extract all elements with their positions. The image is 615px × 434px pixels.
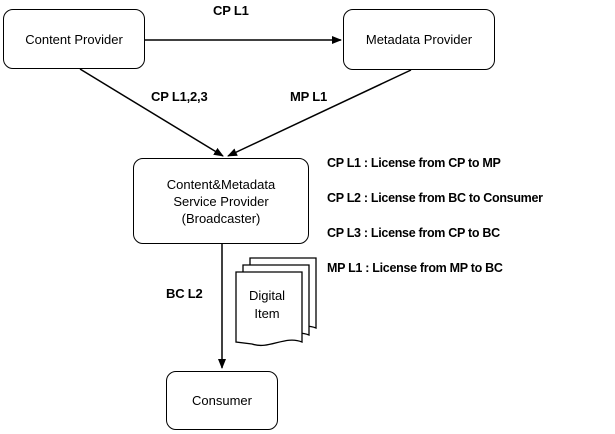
license-legend: CP L1 : License from CP to MP CP L2 : Li…	[327, 154, 543, 294]
edge-label-bc-to-consumer: BC L2	[166, 286, 203, 301]
edge-label-cp-to-bc: CP L1,2,3	[151, 89, 208, 104]
metadata-provider-label: Metadata Provider	[365, 32, 473, 47]
consumer-node: Consumer	[166, 371, 278, 430]
content-provider-label: Content Provider	[25, 31, 123, 47]
document-stack-icon	[235, 257, 317, 346]
edge-label-cp-to-mp: CP L1	[213, 3, 249, 18]
legend-item-mp-l1: MP L1 : License from MP to BC	[327, 261, 503, 275]
service-provider-label-line-3: (Broadcaster)	[181, 210, 261, 226]
legend-item-cp-l3: CP L3 : License from CP to BC	[327, 226, 500, 240]
legend-item-cp-l1: CP L1 : License from CP to MP	[327, 156, 501, 170]
edge-cp-to-bc	[79, 68, 224, 157]
edge-label-mp-to-bc: MP L1	[290, 89, 328, 104]
content-provider-node: Content Provider	[3, 9, 145, 69]
edge-mp-to-bc	[227, 69, 412, 157]
service-provider-label-line-1: Content&Metadata	[166, 176, 276, 192]
metadata-provider-node: Metadata Provider	[343, 9, 495, 70]
digital-item-label: Digital Item	[240, 287, 294, 323]
service-provider-node: Content&Metadata Service Provider (Broad…	[133, 158, 309, 244]
digital-item-label-line-2: Item	[254, 306, 280, 321]
legend-item-cp-l2: CP L2 : License from BC to Consumer	[327, 191, 543, 205]
digital-item-label-line-1: Digital	[248, 288, 286, 303]
document-page-front	[235, 271, 303, 346]
consumer-label: Consumer	[192, 393, 252, 408]
service-provider-label-line-2: Service Provider	[173, 193, 269, 209]
